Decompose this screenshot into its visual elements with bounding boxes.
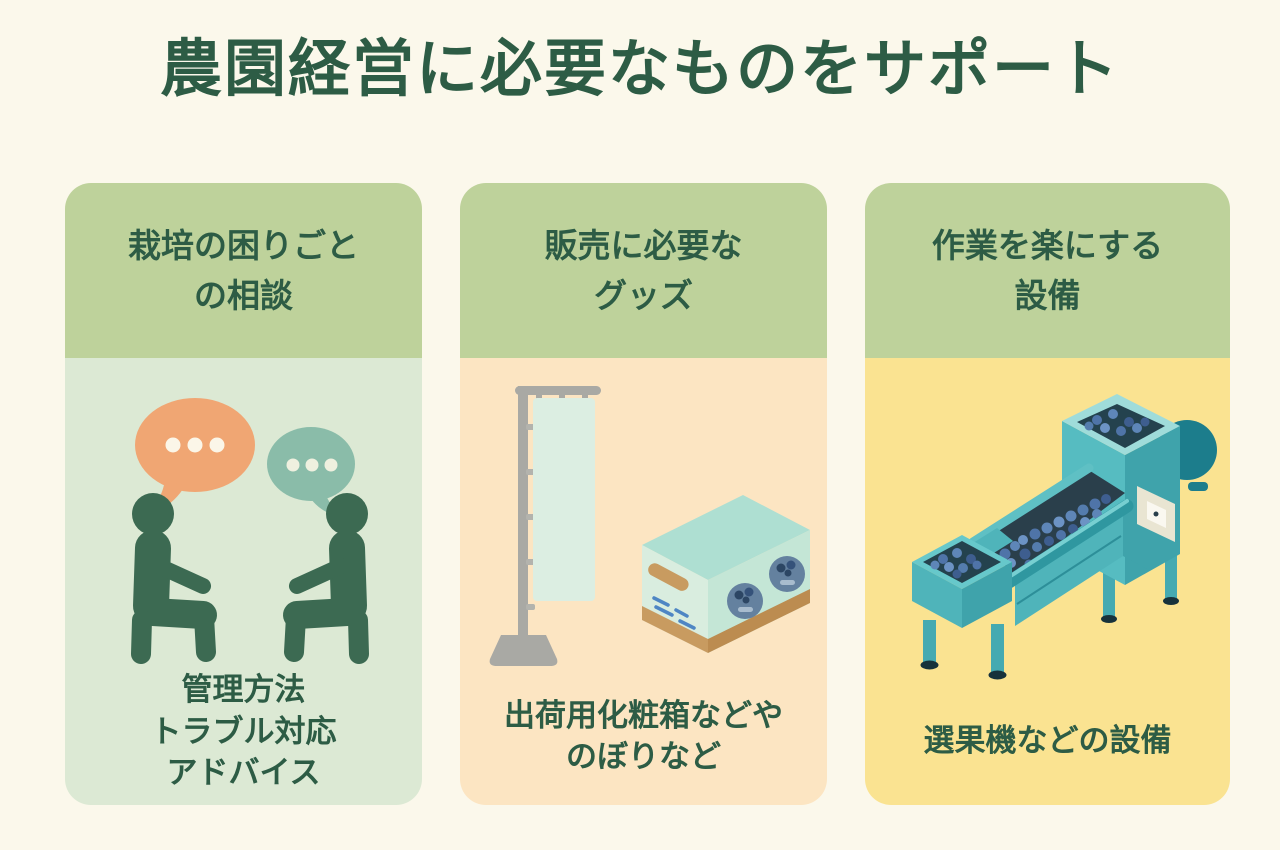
caption-line: アドバイス <box>166 754 321 790</box>
card-sales-goods-body: 出荷用化粧箱などや のぼりなど <box>460 358 827 805</box>
header-line: 作業を楽にする <box>931 227 1164 264</box>
machine-legs <box>923 552 1177 674</box>
card-sales-goods: 販売に必要な グッズ <box>460 183 827 805</box>
caption-line: トラブル対応 <box>150 713 337 749</box>
control-panel <box>1137 486 1175 542</box>
teal-speech-bubble-icon <box>267 427 355 517</box>
caption-line: 管理方法 <box>181 672 306 708</box>
output-box-berries <box>930 548 982 579</box>
header-line: の相談 <box>194 276 293 314</box>
conveyor-belt <box>968 463 1134 589</box>
caption-line: 出荷用化粧箱などや <box>504 697 783 733</box>
card-sales-goods-header: 販売に必要な グッズ <box>460 183 827 358</box>
header-line: 販売に必要な <box>544 227 743 264</box>
box-label-marks <box>652 596 696 630</box>
card-consultation-header: 栽培の困りごと の相談 <box>65 183 422 358</box>
header-line: グッズ <box>594 276 693 314</box>
header-line: 栽培の困りごと <box>128 227 359 264</box>
nobori-banner-icon <box>489 386 601 666</box>
card-equipment-caption: 選果機などの設備 <box>865 720 1230 761</box>
card-equipment-body: 選果機などの設備 <box>865 358 1230 805</box>
page-title: 農園経営に必要なものをサポート <box>159 35 1120 104</box>
caption-line: のぼりなど <box>566 738 721 774</box>
banner-and-box-icon <box>489 386 810 666</box>
card-consultation: 栽培の困りごと の相談 <box>65 183 422 805</box>
output-box <box>912 535 1012 628</box>
consultation-people-icon <box>131 398 369 664</box>
caption-line: 選果機などの設備 <box>923 722 1172 758</box>
card-equipment: 作業を楽にする 設備 <box>865 183 1230 805</box>
card-consultation-body: 管理方法 トラブル対応 アドバイス <box>65 358 422 805</box>
blueberry-label-icon <box>727 556 805 619</box>
card-equipment-header: 作業を楽にする 設備 <box>865 183 1230 358</box>
header-line: 設備 <box>1014 276 1081 314</box>
person-left-icon <box>131 493 217 664</box>
hopper-berries <box>1084 409 1150 436</box>
card-sales-goods-caption: 出荷用化粧箱などや のぼりなど <box>460 695 827 777</box>
sorting-machine-icon <box>912 394 1217 680</box>
person-right-icon <box>283 493 369 664</box>
shipping-box-icon <box>642 495 810 653</box>
card-consultation-caption: 管理方法 トラブル対応 アドバイス <box>65 669 422 793</box>
